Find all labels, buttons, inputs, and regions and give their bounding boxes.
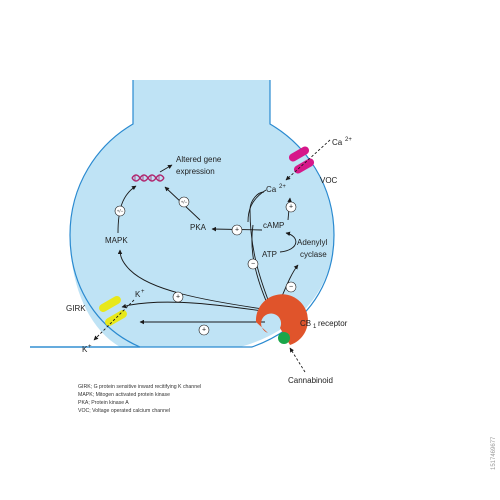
- girk-channel: [99, 296, 127, 326]
- svg-text:+/−: +/−: [181, 200, 188, 205]
- ca-outer-superscript: 2+: [345, 137, 352, 143]
- svg-text:−: −: [289, 284, 293, 291]
- camp-pka-sign: +: [231, 224, 243, 236]
- voc-channel: [288, 146, 315, 174]
- arrow-receptor-to-girk-top: [121, 301, 271, 313]
- k-outer-superscript: +: [88, 344, 92, 350]
- k-inner-label: K: [135, 290, 141, 299]
- adenylyl-cyclase-label-2: cyclase: [300, 250, 327, 259]
- arrow-receptor-to-mapk: [117, 249, 271, 311]
- k-inner-superscript: +: [141, 289, 145, 295]
- terminal-membrane: [30, 80, 141, 348]
- ca-sign: −: [247, 258, 259, 270]
- legend-pka: PKA; Protein kinase A: [78, 400, 129, 406]
- ca-outer-label: Ca: [332, 138, 343, 147]
- legend-mapk: MAPK; Mitogen activated protein kinase: [78, 392, 170, 398]
- adenylyl-sign: −: [285, 281, 297, 293]
- arrow-receptor-to-ca: [249, 191, 273, 311]
- legend-girk: GIRK; G protein sensitive inward recitif…: [78, 384, 201, 390]
- ca-inner-label: Ca: [266, 185, 277, 194]
- voc-label: VOC: [320, 176, 338, 185]
- legend-voc: VOC; Voltage operated calcium channel: [78, 408, 170, 414]
- atp-label: ATP: [262, 250, 277, 259]
- mapk-sign: +/−: [114, 205, 126, 217]
- ca-inner-superscript: 2+: [279, 184, 286, 190]
- cannabinoid-ligand: [278, 332, 290, 344]
- dash-ca-influx: [285, 139, 331, 181]
- svg-text:+/−: +/−: [117, 209, 124, 214]
- cb1-subscript: 1: [313, 324, 317, 330]
- arrow-atp-to-camp: [279, 231, 297, 253]
- pka-sign: +/−: [178, 196, 190, 208]
- watermark-id: 1517469677: [491, 436, 497, 470]
- cb1-label: CB: [300, 319, 311, 328]
- altered-gene-label: Altered gene: [176, 155, 222, 164]
- svg-text:+: +: [289, 204, 293, 211]
- girk-bottom-sign: +: [198, 324, 210, 336]
- k-outer-label: K: [82, 345, 88, 354]
- camp-label: cAMP: [263, 221, 284, 230]
- svg-text:+: +: [202, 327, 206, 334]
- altered-gene-label-2: expression: [176, 167, 215, 176]
- mapk-label: MAPK: [105, 236, 128, 245]
- girk-top-sign: +: [172, 291, 184, 303]
- cb1-receptor: [255, 294, 308, 345]
- pka-label: PKA: [190, 223, 207, 232]
- adenylyl-cyclase-label: Adenylyl: [297, 238, 327, 247]
- arrow-dna-to-gene: [159, 164, 173, 173]
- svg-text:+: +: [176, 294, 180, 301]
- terminal-cytoplasm: [30, 80, 334, 347]
- camp-ca-sign: +: [285, 201, 297, 213]
- arrow-mapk-to-dna: [117, 185, 137, 234]
- cannabinoid-label: Cannabinoid: [288, 376, 333, 385]
- svg-text:−: −: [251, 261, 255, 268]
- girk-label: GIRK: [66, 304, 86, 313]
- dash-cannabinoid-binding: [289, 347, 306, 373]
- svg-text:+: +: [235, 227, 239, 234]
- dash-k-efflux: [93, 299, 135, 341]
- dna-icon: [131, 174, 165, 182]
- cb1-receptor-word: receptor: [318, 319, 348, 328]
